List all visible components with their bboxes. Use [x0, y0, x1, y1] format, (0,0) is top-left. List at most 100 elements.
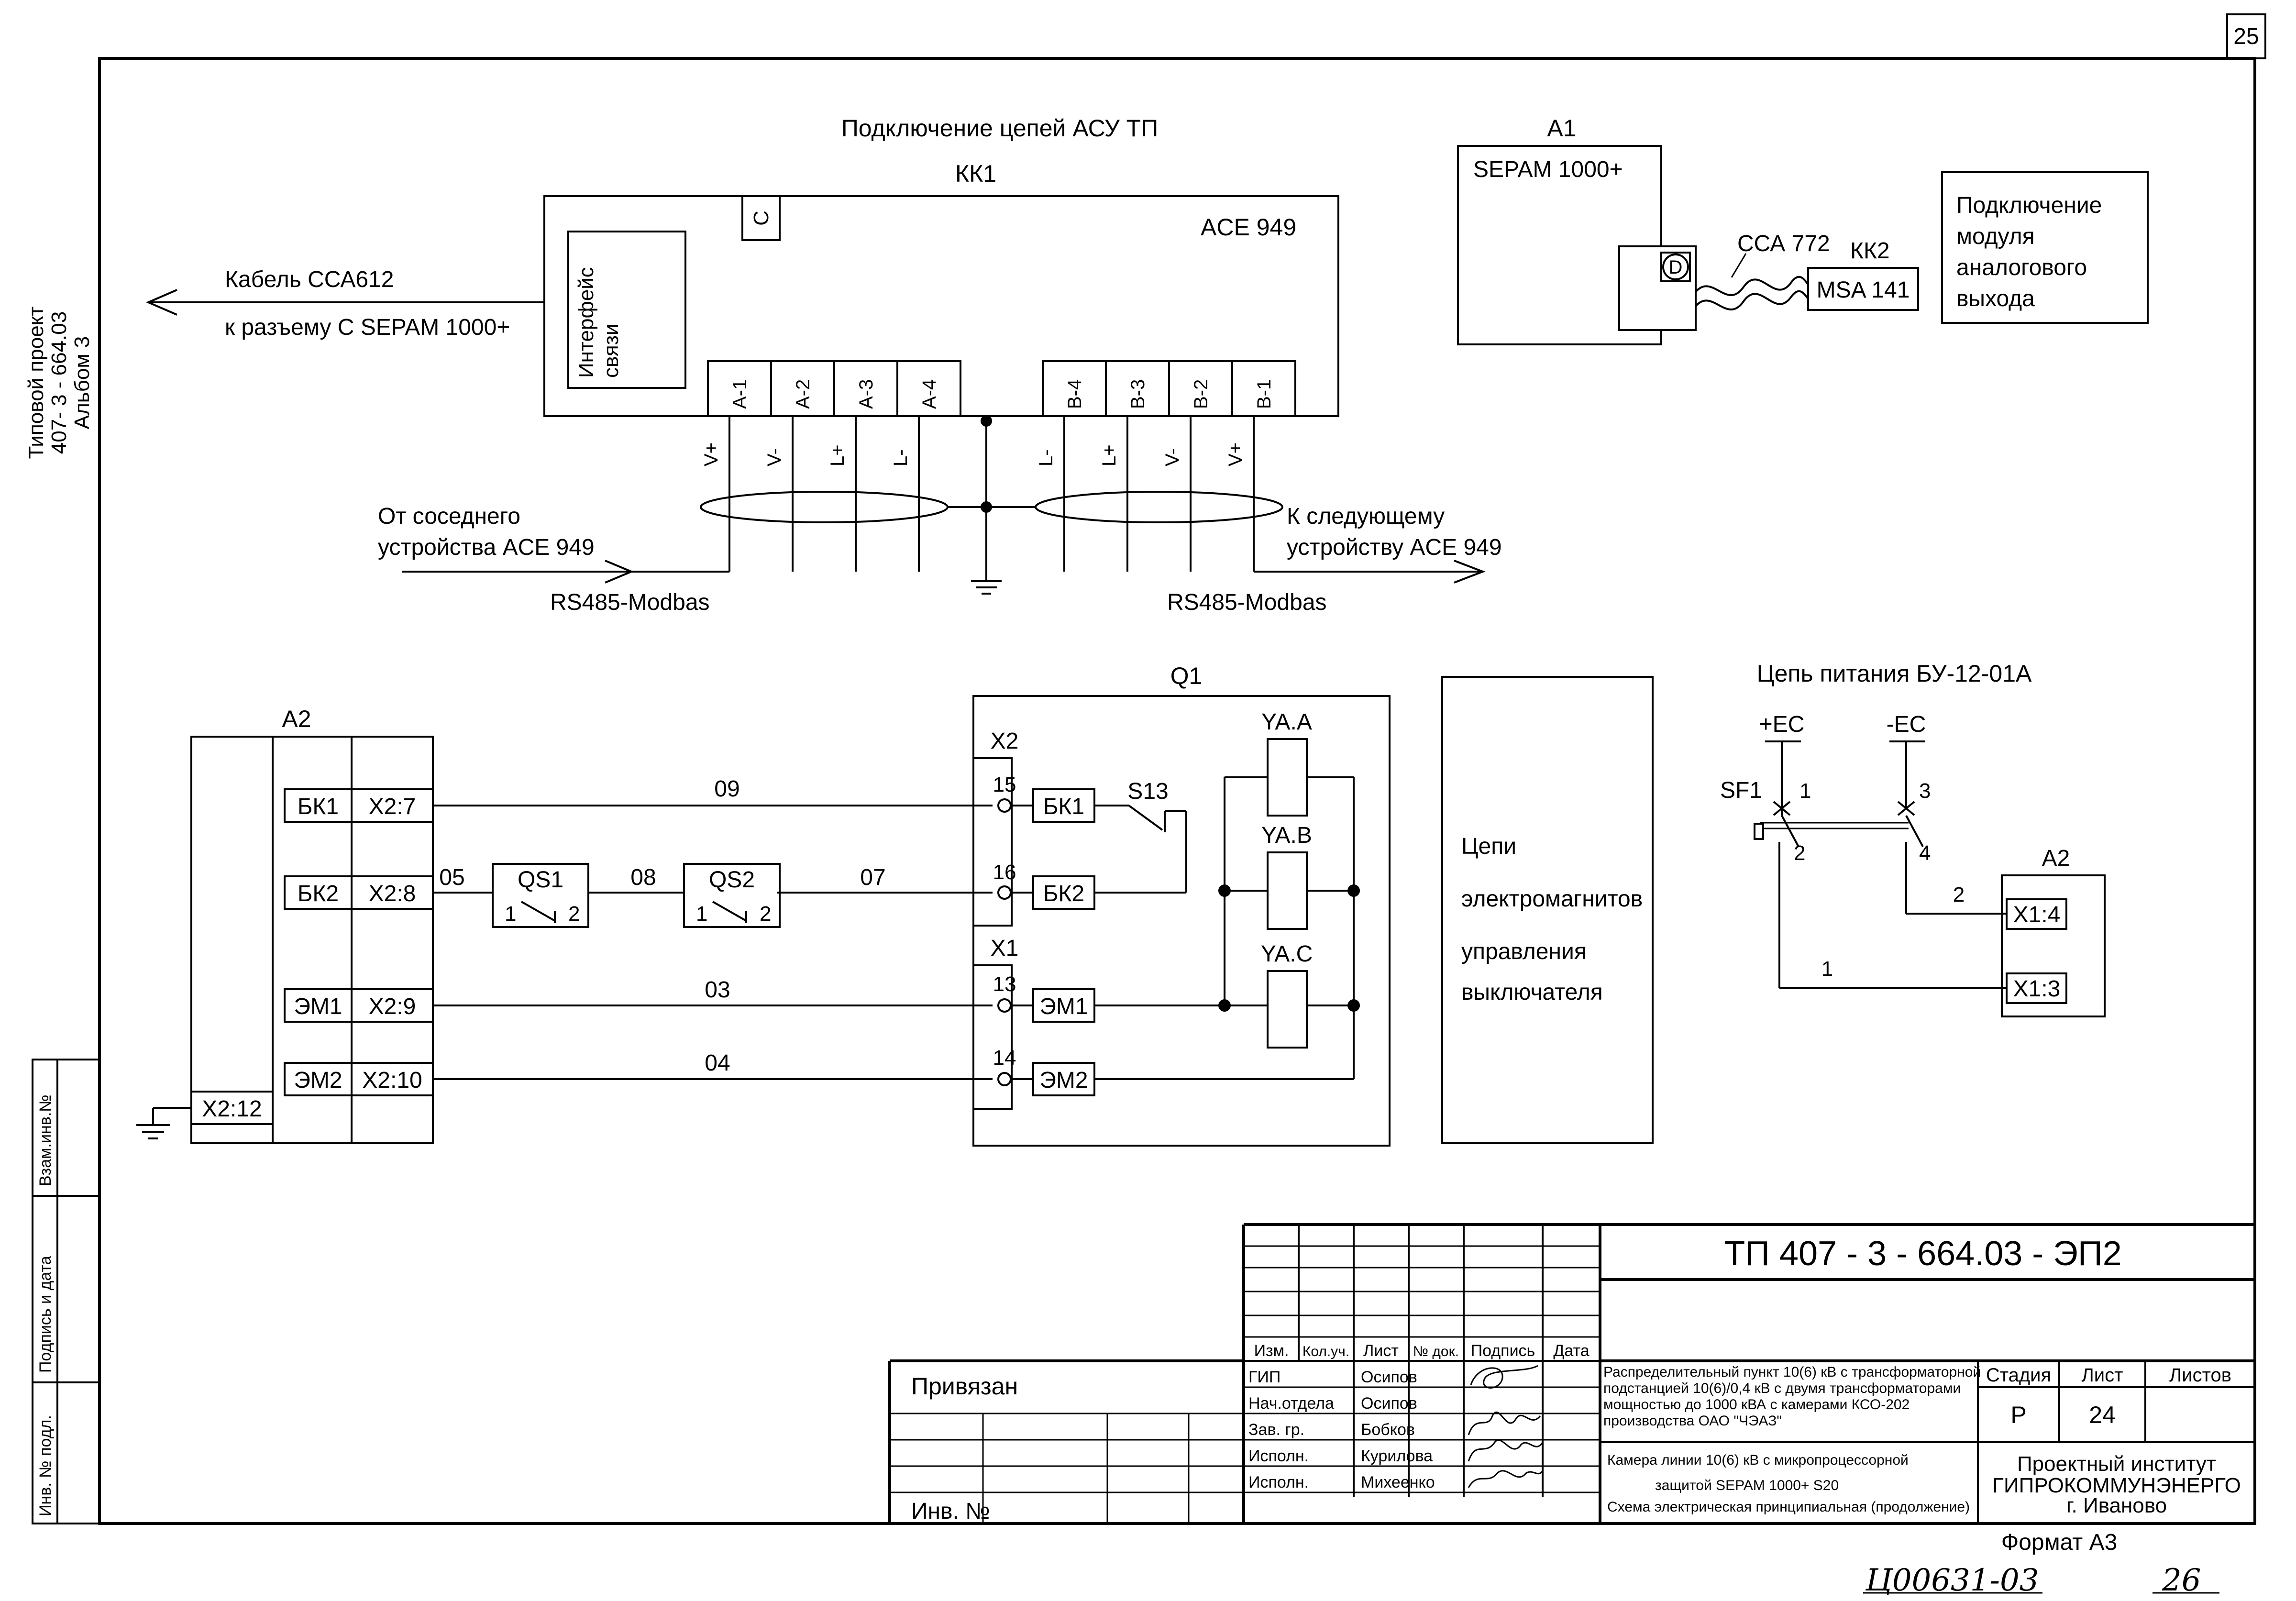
q1-contact-em2: ЭМ2	[1039, 1068, 1088, 1093]
terminal-a1: A-1	[729, 379, 751, 409]
role-ispoln-2: Исполн.	[1248, 1473, 1309, 1491]
emag-line3: управления	[1461, 939, 1587, 964]
desc-line-1: Распределительный пункт 10(6) кВ с транс…	[1603, 1364, 1981, 1380]
signal-b-l-plus: L+	[1099, 444, 1120, 466]
bu-x13-label: X1:3	[2013, 976, 2061, 1002]
stamp-inv: Инв. № подл.	[36, 1415, 55, 1516]
terminal-b3: B-3	[1127, 379, 1148, 409]
role-zav: Зав. гр.	[1248, 1421, 1304, 1439]
terminal-a3: A-3	[856, 379, 877, 409]
analog-note-box	[1941, 171, 2149, 324]
qs2-pin2: 2	[760, 902, 771, 926]
signal-a-v-minus: V-	[764, 448, 785, 466]
port-d-label: D	[1669, 257, 1683, 278]
org-line-3: г. Иваново	[2066, 1494, 2167, 1517]
name-1: Осипов	[1361, 1368, 1417, 1386]
analog-note-3: аналогового	[1956, 255, 2087, 280]
q1-term-15: 15	[993, 773, 1016, 796]
analog-note-1: Подключение	[1956, 193, 2102, 218]
signal-a-l-minus: L-	[890, 449, 911, 466]
name-2: Осипов	[1361, 1394, 1417, 1413]
signal-b-v-minus: V-	[1162, 448, 1183, 466]
sheet-frame	[98, 57, 2256, 1525]
q1-contact-bk1: БК1	[1043, 794, 1084, 819]
bu-minus-label: -ЕС	[1887, 712, 1926, 737]
org-line-1: Проектный институт	[2017, 1452, 2216, 1476]
x2-label: X2	[991, 729, 1019, 754]
signal-a-v-plus: V+	[701, 442, 722, 466]
bu-a2-label: А2	[2042, 846, 2070, 871]
bus-wires	[402, 416, 1486, 584]
inv-label: Инв. №	[911, 1499, 990, 1524]
coil-ya-c-label: YA.C	[1261, 941, 1313, 967]
sheet-title-1: Камера линии 10(6) кВ с микропроцессорно…	[1607, 1452, 1909, 1468]
wire-04: 04	[705, 1050, 730, 1076]
a2-terminal-row-4: ЭМ2 X2:10	[284, 1062, 434, 1096]
qs2-switch: QS2 1 2	[683, 863, 781, 928]
sheet-label: Лист	[2082, 1365, 2123, 1386]
terminal-b1: B-1	[1254, 379, 1275, 409]
sf1-pin3: 3	[1919, 779, 1931, 803]
privyazan-label: Привязан	[911, 1373, 1018, 1400]
a2-row1-left: БК1	[298, 794, 339, 819]
q1-contacts: БК1 БК2 ЭМ1 ЭМ2	[1011, 788, 1095, 1096]
sepam-box	[1457, 145, 1662, 345]
port-d-box	[1660, 252, 1691, 282]
coil-wiring	[1094, 776, 1360, 1080]
side-label-line2: 407- 3 - 664.03	[47, 311, 71, 454]
control-wires	[433, 805, 993, 1080]
q1-term-14: 14	[993, 1046, 1016, 1070]
shield-right	[1035, 491, 1283, 523]
a2-row4-left: ЭМ2	[294, 1068, 342, 1093]
analog-note-4: выхода	[1956, 286, 2035, 311]
hdr-list: Лист	[1363, 1342, 1399, 1360]
format-label: Формат А3	[2001, 1530, 2118, 1555]
qs1-pin1: 1	[505, 902, 516, 926]
coil-ya-c	[1267, 970, 1308, 1049]
qs2-pin1: 1	[696, 902, 707, 926]
role-gip: ГИП	[1248, 1368, 1280, 1386]
wire-07: 07	[860, 865, 885, 890]
a2-terminal-row-3: ЭМ1 X2:9	[284, 988, 434, 1023]
sf1-label: SF1	[1720, 778, 1762, 803]
a2-terminal-row-1: БК1 X2:7	[284, 788, 434, 823]
a2-box	[190, 736, 434, 1144]
hdr-kol: Кол.уч.	[1303, 1344, 1349, 1359]
desc-line-4: производства ОАО "ЧЭАЗ"	[1603, 1413, 1782, 1429]
terminal-b2: B-2	[1191, 379, 1212, 409]
c-label: С	[750, 210, 773, 226]
a2-row2-left: БК2	[298, 881, 339, 906]
sepam-label: SEPAM 1000+	[1473, 157, 1623, 182]
a2-row4-right: X2:10	[362, 1068, 422, 1093]
role-ispoln-1: Исполн.	[1248, 1447, 1309, 1465]
emag-line1: Цепи	[1461, 834, 1516, 859]
shield-left	[700, 491, 949, 523]
qs1-switch: QS1 1 2	[492, 863, 603, 928]
to-label-1: К следующему	[1287, 504, 1445, 529]
name-4: Курилова	[1361, 1447, 1433, 1465]
ground-icon-a2	[136, 1124, 170, 1139]
wire-05: 05	[439, 865, 464, 890]
stage-label: Стадия	[1986, 1365, 2051, 1386]
msa141-box	[1807, 267, 1919, 311]
q1-label: Q1	[1170, 662, 1203, 689]
coil-ya-a-label: YA.A	[1261, 709, 1312, 735]
s13-label: S13	[1127, 779, 1168, 804]
analog-note-2: модуля	[1956, 224, 2035, 249]
to-label-2: устройству ACE 949	[1287, 535, 1502, 560]
stage-value: Р	[2010, 1402, 2026, 1428]
sheet-number-box	[2226, 13, 2266, 59]
desc-line-3: мощностью до 1000 кВА с камерами КСО-202	[1603, 1397, 1910, 1413]
ace949-label: ACE 949	[1201, 214, 1296, 241]
cable-label-2: к разъему С SEPAM 1000+	[225, 315, 510, 340]
ground-icon	[971, 580, 1002, 595]
interface-label-2: связи	[599, 324, 623, 378]
signal-b-v-plus: V+	[1225, 442, 1246, 466]
bu-x14-label: X1:4	[2013, 902, 2061, 927]
terminals-a: A-1 A-2 A-3 A-4	[707, 360, 961, 417]
signal-b-l-minus: L-	[1036, 449, 1057, 466]
a1-label: А1	[1547, 115, 1576, 142]
bus-left-label: RS485-Modbas	[550, 590, 710, 615]
left-stamp: Взам.инв.№ Подпись и дата Инв. № подл.	[32, 1059, 100, 1524]
